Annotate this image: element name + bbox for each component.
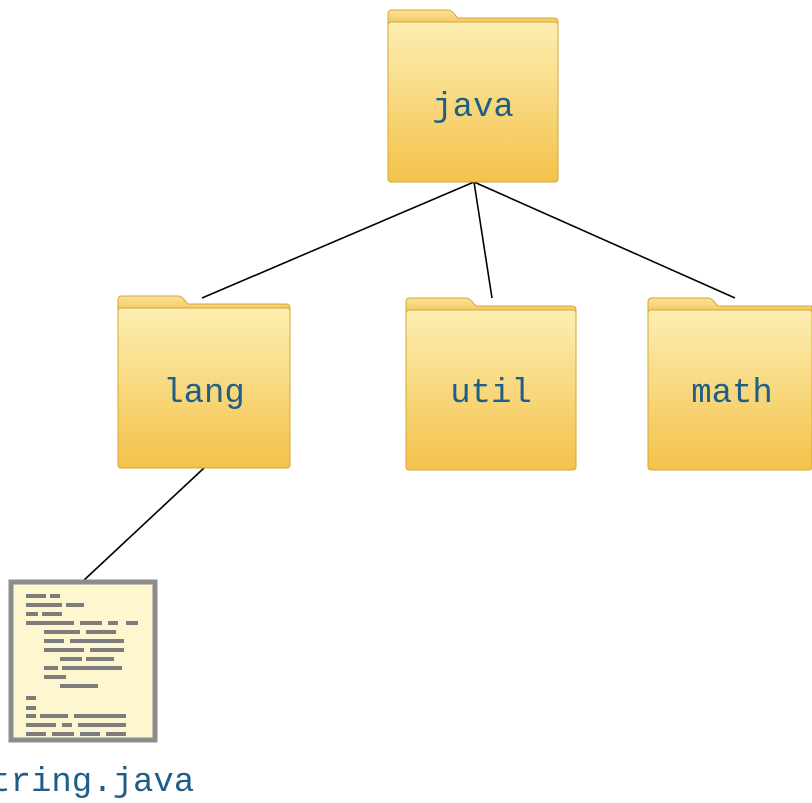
folder-label: java [432,89,514,127]
folder-icon [405,297,577,471]
edge-lang-string [81,467,205,583]
folder-node-util[interactable]: util [405,297,577,471]
file-node-string-java[interactable]: String.java [0,579,194,802]
folder-node-math[interactable]: math [647,297,812,471]
folder-icon [117,295,291,469]
edge-java-util [473,181,493,299]
file-label: String.java [0,764,194,798]
edge-java-lang [201,181,475,299]
folder-label: math [691,375,773,413]
edge-java-math [473,181,736,299]
folder-icon [387,9,559,183]
source-file-icon [8,579,158,743]
folder-node-lang[interactable]: lang [117,295,291,469]
connectors [81,181,736,583]
folder-label: util [450,375,532,413]
folder-node-java[interactable]: java [387,9,559,183]
folder-label: lang [163,375,245,413]
folder-icon [647,297,812,471]
